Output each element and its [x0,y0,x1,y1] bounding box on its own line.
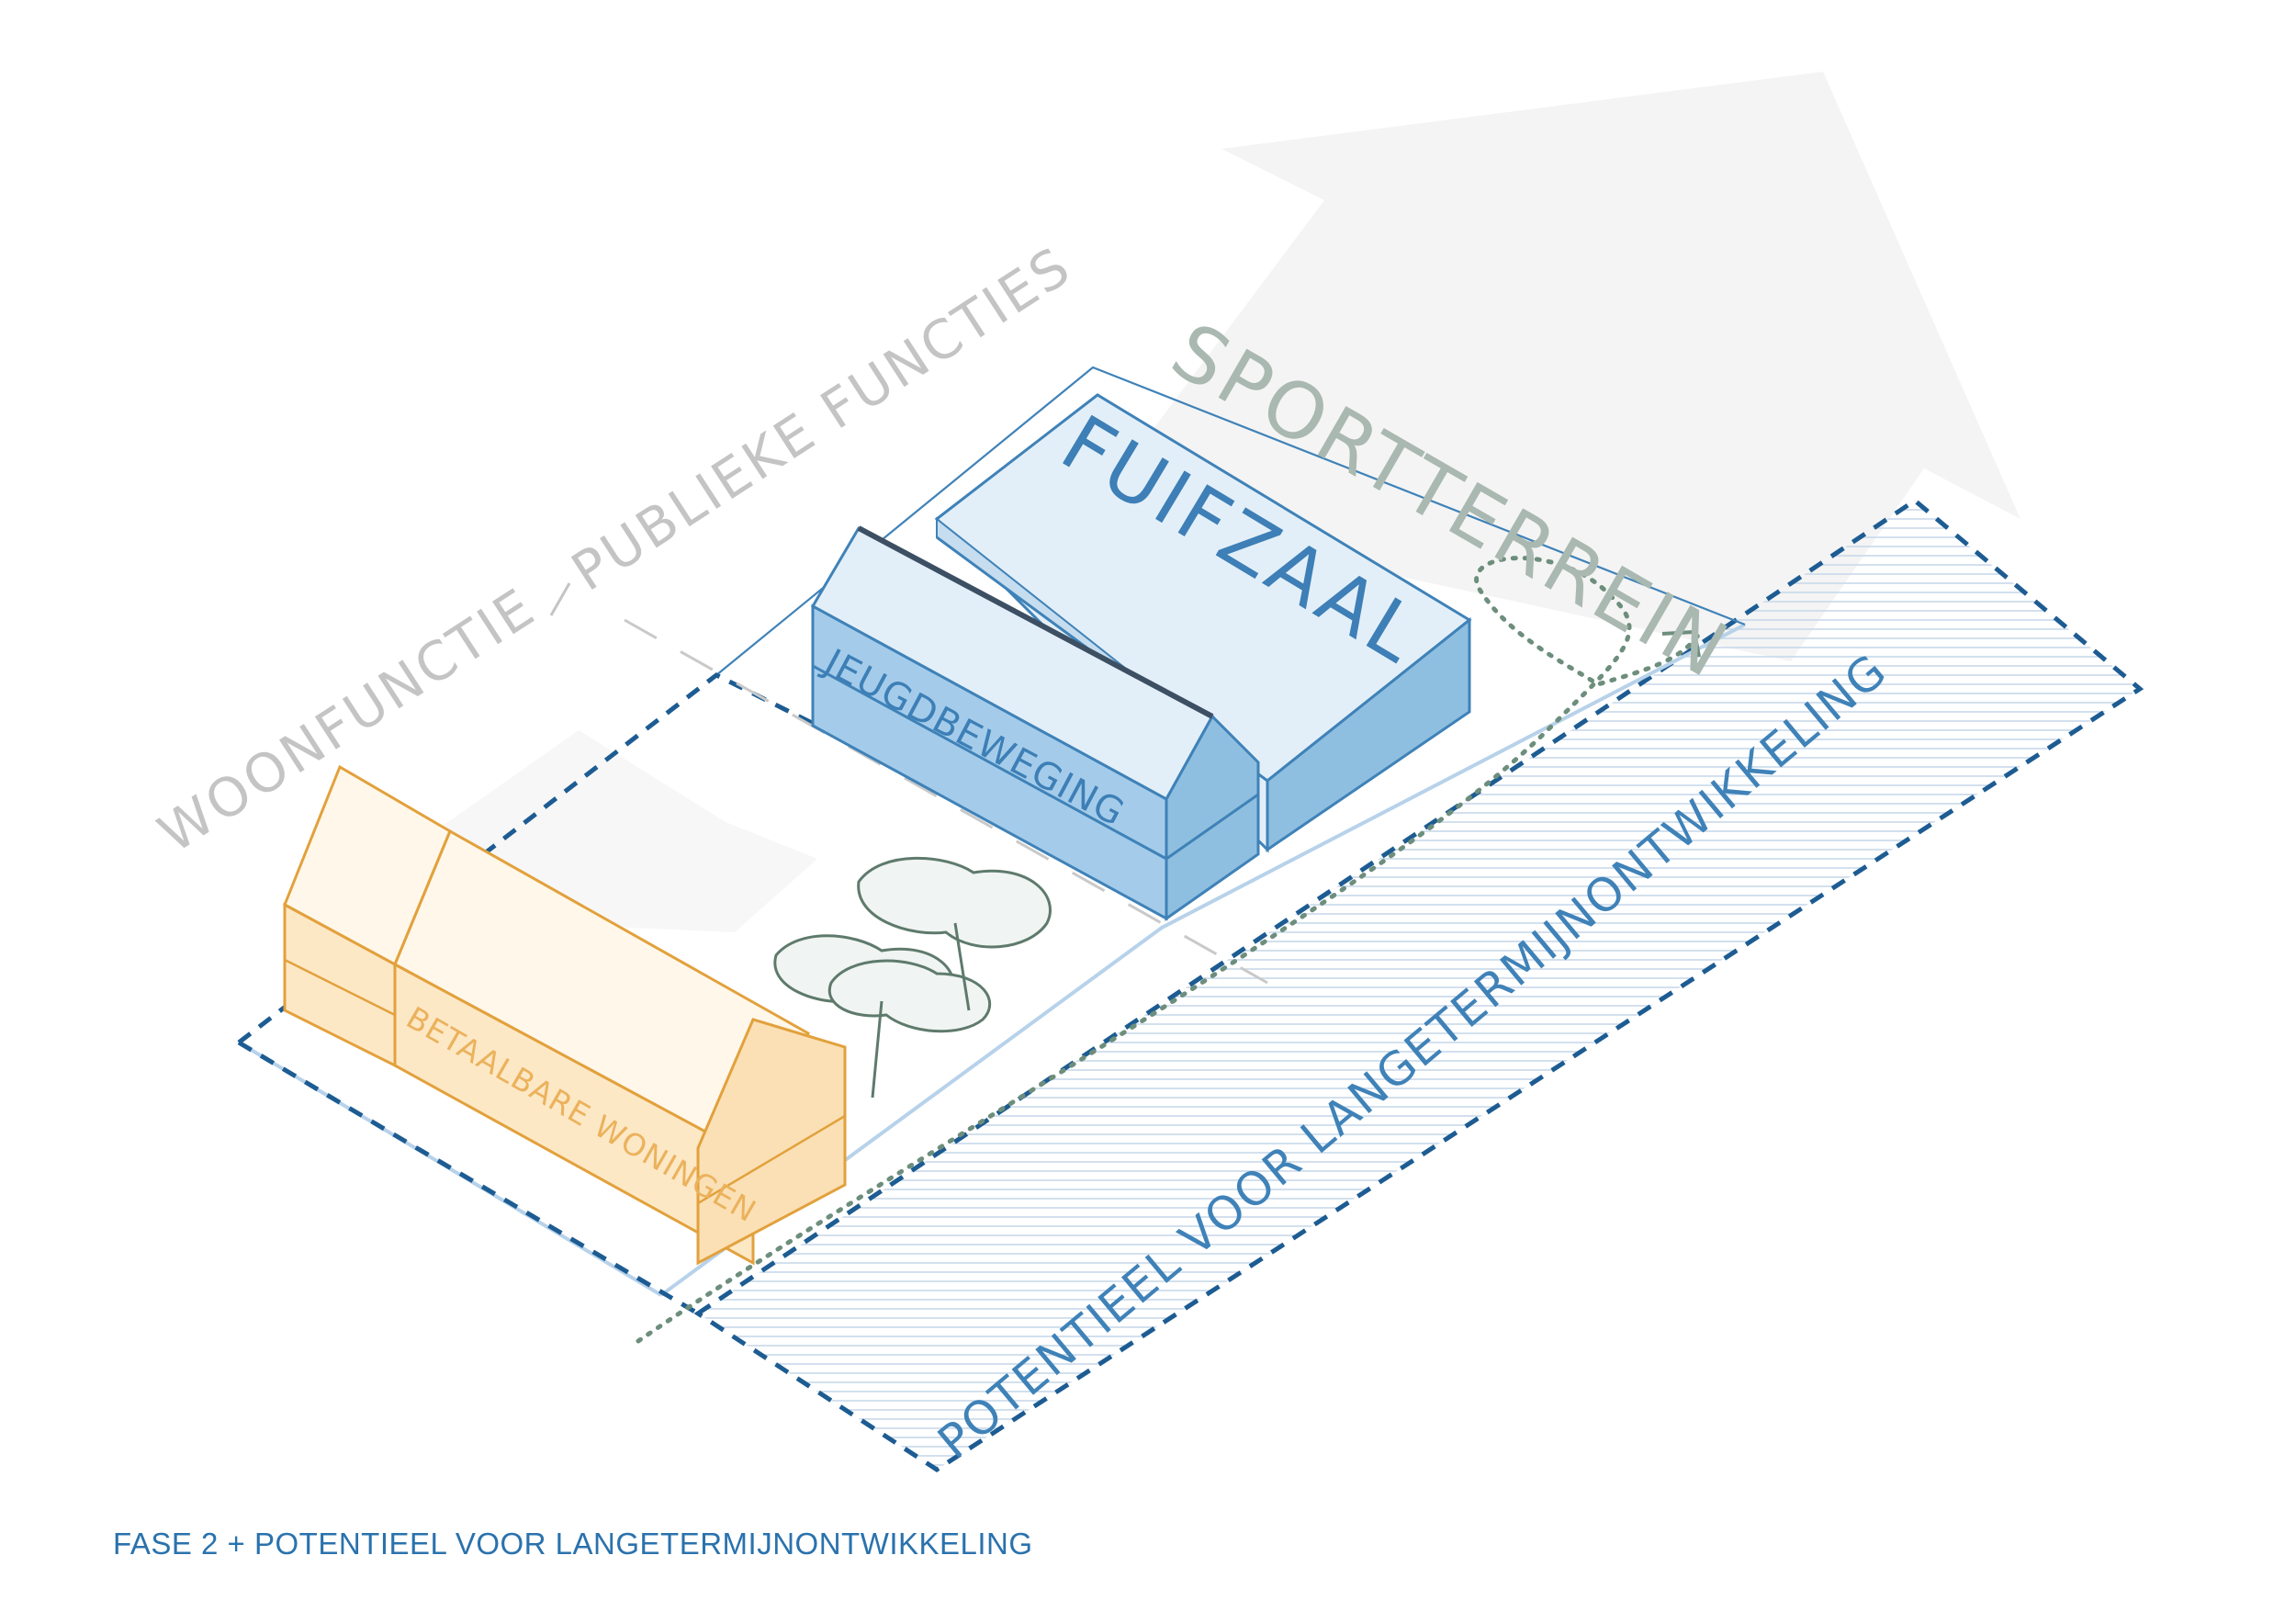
longterm-zone [693,497,2144,1472]
jeugdbeweging-building [810,525,1260,921]
trees-icon [773,856,1052,1099]
label-divider [549,582,571,616]
route-arrowhead [1661,629,1701,658]
betaalbare-woningen-building [283,764,847,1266]
function-divider [624,618,1268,985]
phase-boundary-dashed-2 [237,1040,700,1316]
phase-boundary-dashed [237,672,819,1044]
figure-caption: FASE 2 + POTENTIEEL VOOR LANGETERMIJNONT… [113,1527,1033,1561]
direction-arrow [1093,72,2020,661]
